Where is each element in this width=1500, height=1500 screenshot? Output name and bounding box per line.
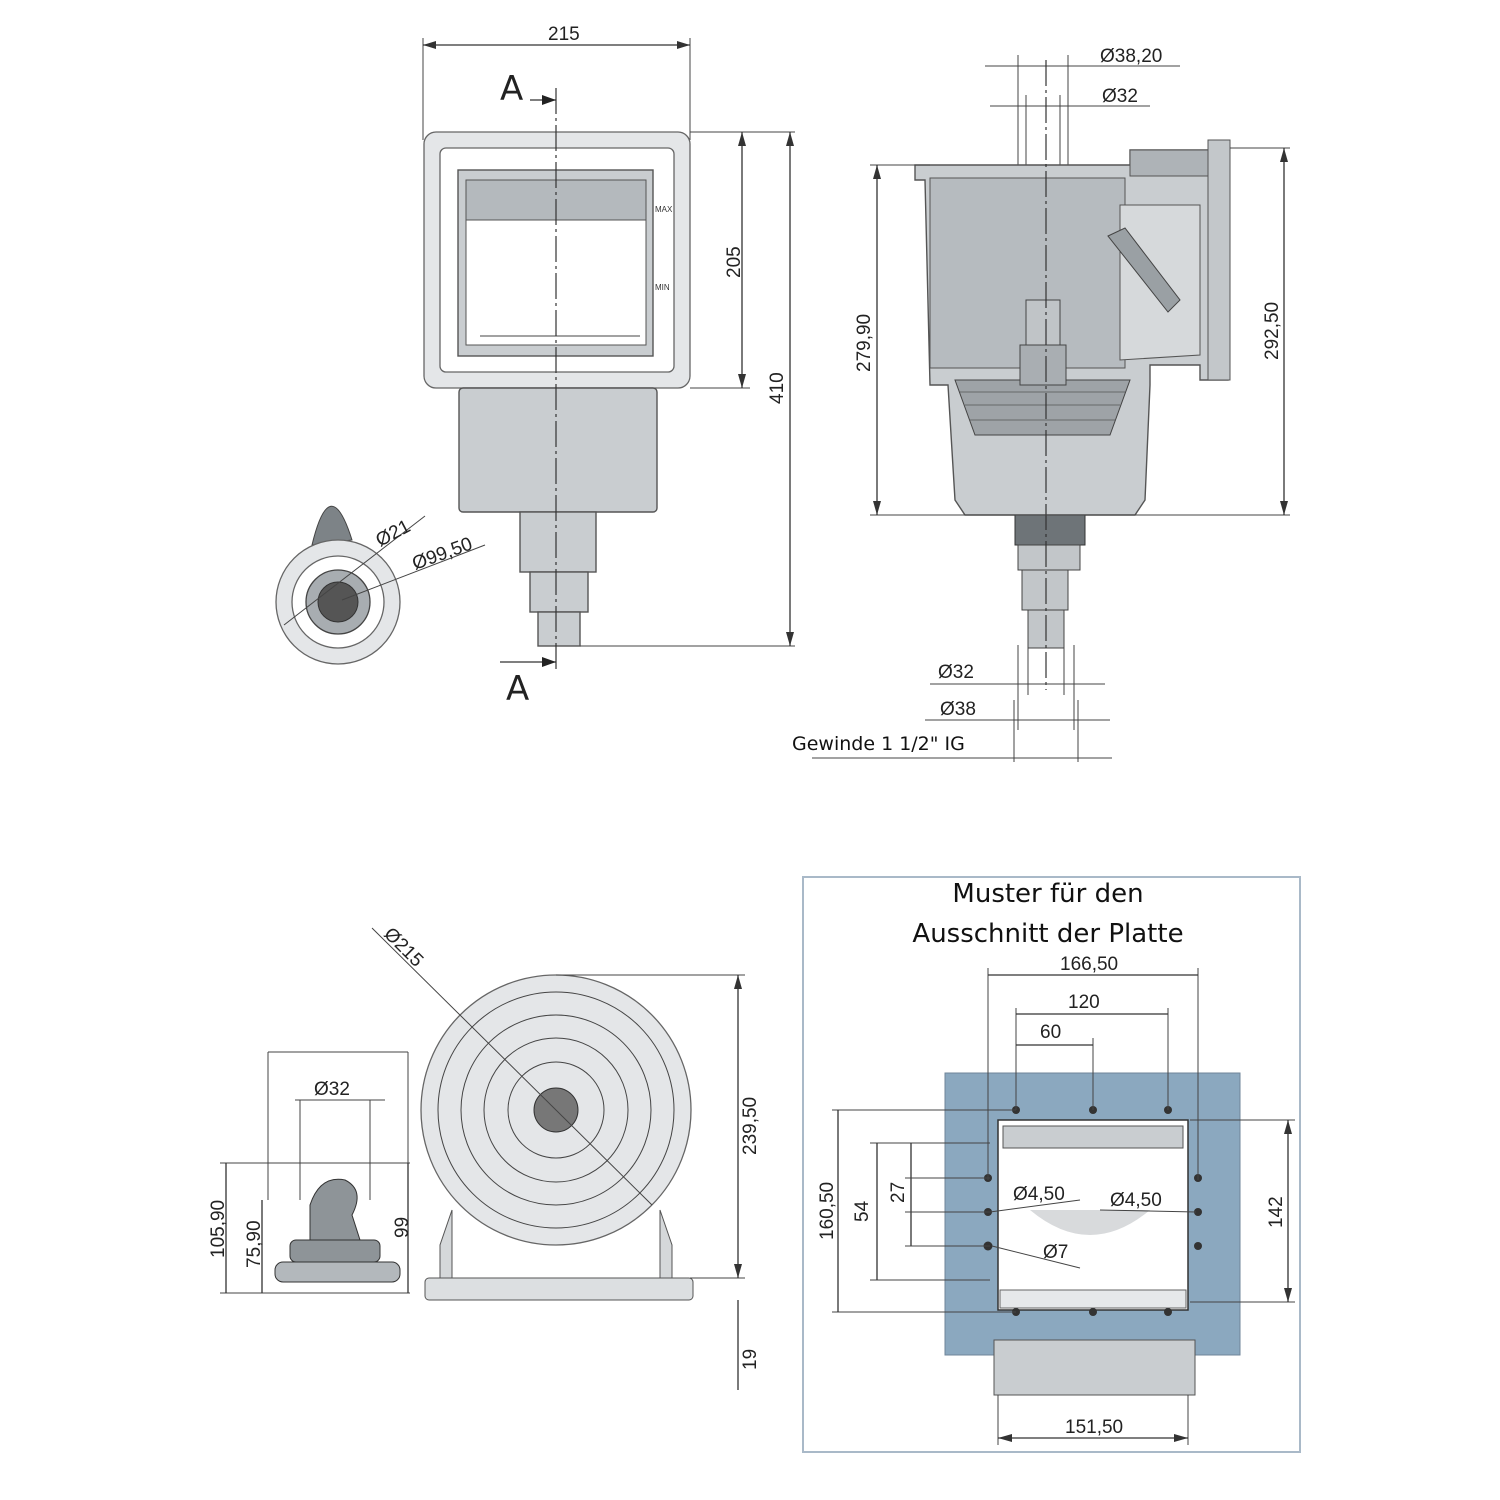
dim-hole-4-50-right: Ø4,50 — [1110, 1190, 1162, 1211]
dim-width-166-50: 166,50 — [1060, 954, 1118, 975]
dim-nozzle-75-90: 75,90 — [244, 1220, 265, 1268]
dim-height-27: 27 — [888, 1182, 909, 1203]
dim-height-279-90: 279,90 — [854, 314, 875, 372]
dim-nozzle-99: 99 — [392, 1217, 413, 1238]
front-view: 215 MAX MIN A A 205 410 — [275, 24, 795, 709]
max-mark: MAX — [655, 205, 673, 214]
dim-inlet-32: Ø32 — [314, 1079, 350, 1100]
dim-base-19: 19 — [740, 1349, 761, 1370]
thread-label: Gewinde 1 1/2" IG — [792, 733, 965, 755]
dim-nozzle-105-90: 105,90 — [208, 1200, 229, 1258]
dim-disc-239-50: 239,50 — [740, 1097, 761, 1155]
dim-height-410: 410 — [767, 372, 788, 404]
dim-top-38-20: Ø38,20 — [1100, 46, 1162, 67]
dim-nozzle-21: Ø21 — [372, 516, 414, 551]
dim-outlet-38: Ø38 — [940, 699, 976, 720]
dim-width-120: 120 — [1068, 992, 1100, 1013]
dim-disc-215: Ø215 — [379, 924, 427, 972]
dim-hole-7: Ø7 — [1043, 1242, 1068, 1263]
dim-height-160-50: 160,50 — [817, 1182, 838, 1240]
template-title-line1: Muster für den — [952, 879, 1143, 909]
dim-nozzle-99-50: Ø99,50 — [410, 534, 476, 575]
section-view: Ø38,20 Ø32 279,90 — [792, 46, 1290, 762]
dim-height-142: 142 — [1266, 1196, 1287, 1228]
dim-width-215: 215 — [548, 24, 580, 45]
section-letter-top: A — [500, 69, 523, 109]
dim-height-292-50: 292,50 — [1262, 302, 1283, 360]
dim-outlet-32: Ø32 — [938, 662, 974, 683]
dim-hole-4-50-left: Ø4,50 — [1013, 1184, 1065, 1205]
section-letter-bottom: A — [506, 669, 529, 709]
dim-top-32: Ø32 — [1102, 86, 1138, 107]
dim-bottom-151-50: 151,50 — [1065, 1417, 1123, 1438]
bottom-views: Ø215 239,50 19 Ø32 105,90 75,90 99 — [208, 924, 761, 1390]
template-title-line2: Ausschnitt der Platte — [912, 919, 1183, 949]
dim-height-54: 54 — [852, 1200, 873, 1222]
dim-width-60: 60 — [1040, 1022, 1061, 1043]
cutout-template: Muster für den Ausschnitt der Platte — [802, 876, 1301, 1453]
dim-height-205: 205 — [724, 246, 745, 278]
min-mark: MIN — [655, 283, 670, 292]
